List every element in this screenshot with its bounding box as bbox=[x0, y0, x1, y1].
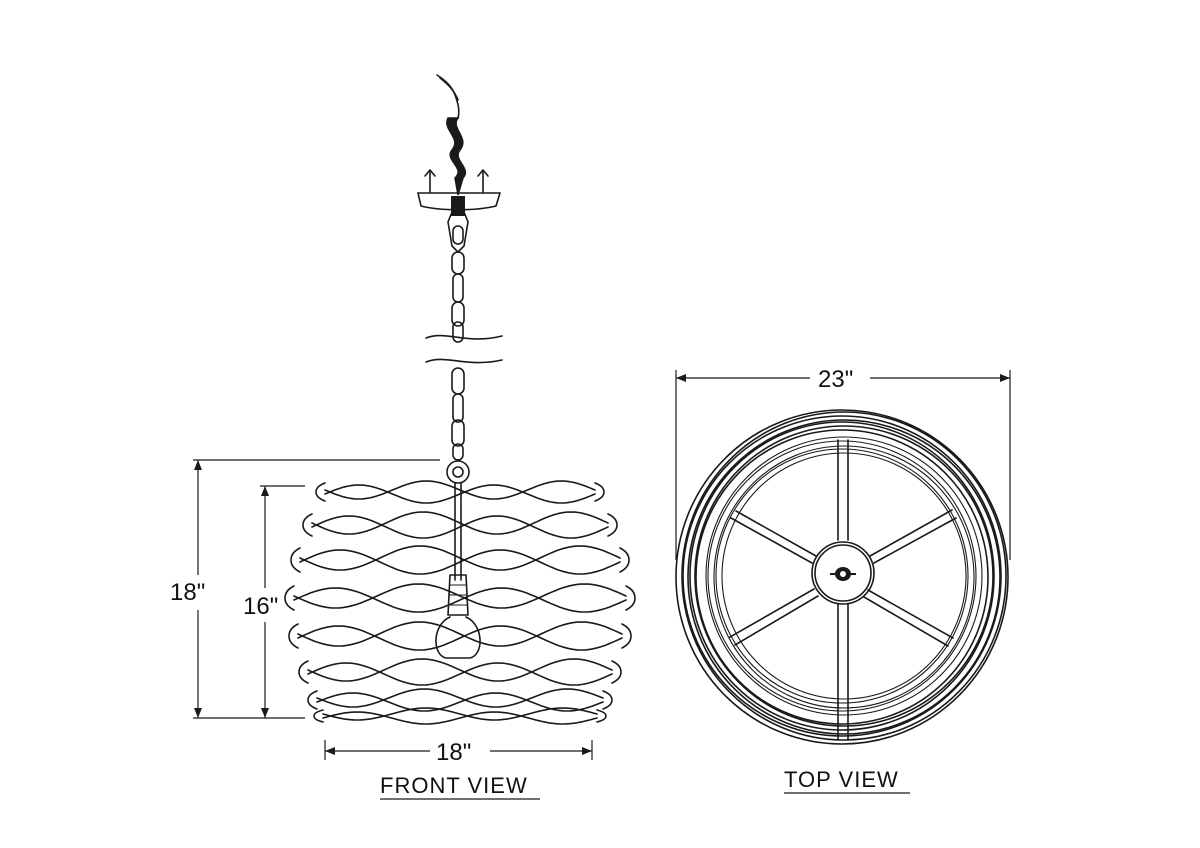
top-ring-9 bbox=[707, 440, 977, 712]
top-ring-11 bbox=[715, 448, 969, 704]
shade-band-7-left-cap bbox=[307, 690, 318, 710]
shade-band-6-right-cap bbox=[611, 660, 622, 684]
shade-band-8-right-cap bbox=[596, 709, 607, 723]
top-ring-3 bbox=[682, 415, 1002, 737]
top-ring-6 bbox=[694, 425, 994, 727]
top-view-spokes bbox=[729, 439, 957, 741]
shade-band-1-right-cap bbox=[594, 482, 605, 502]
overall-height-label: 18" bbox=[170, 579, 205, 606]
shade-band-6-strand-1 bbox=[307, 658, 613, 682]
shade-band-5-strand-1 bbox=[297, 621, 623, 647]
power-cord bbox=[436, 74, 466, 196]
shade-band-3-right-cap bbox=[619, 547, 630, 573]
shade-band-8-left-cap bbox=[313, 709, 324, 723]
top-view-rings bbox=[675, 409, 1009, 745]
shade-band-3-strand-1 bbox=[299, 545, 621, 571]
front-view-title: FRONT VIEW bbox=[380, 773, 528, 798]
shade-band-1-strand-2 bbox=[324, 484, 596, 504]
top-ring-12 bbox=[721, 452, 967, 700]
front-dimensions bbox=[193, 459, 593, 760]
shade-band-2-right-cap bbox=[607, 513, 618, 537]
shade-band-8-strand-2 bbox=[322, 711, 598, 725]
shade-band-5-left-cap bbox=[288, 623, 299, 649]
top-ring-2 bbox=[681, 411, 1007, 741]
shade-band-4-left-cap bbox=[284, 585, 295, 611]
top-view: 23" TOP VIEW bbox=[675, 366, 1011, 794]
top-view-hub bbox=[811, 541, 875, 605]
top-diameter-label: 23" bbox=[818, 366, 853, 393]
front-view: 18" 16" 18" FRONT VIEW bbox=[170, 74, 636, 800]
shade-band-5-strand-2 bbox=[297, 625, 623, 651]
shade-band-7-right-cap bbox=[602, 690, 613, 710]
shade-band-6-left-cap bbox=[298, 660, 309, 684]
top-ring-7 bbox=[695, 429, 989, 725]
top-ring-4 bbox=[687, 419, 1001, 735]
top-ring-10 bbox=[713, 445, 975, 709]
wave-shade bbox=[284, 480, 636, 725]
shade-band-1-strand-1 bbox=[324, 480, 596, 500]
shade-band-3-left-cap bbox=[290, 547, 301, 573]
top-dimensions bbox=[675, 370, 1011, 560]
canopy bbox=[417, 169, 501, 253]
shade-band-8-strand-1 bbox=[322, 707, 598, 721]
top-ring-1 bbox=[675, 409, 1009, 745]
shade-band-4-strand-2 bbox=[293, 587, 627, 613]
shade-band-4-right-cap bbox=[625, 585, 636, 611]
shade-height-label: 16" bbox=[243, 593, 278, 620]
front-width-label: 18" bbox=[436, 739, 471, 766]
top-ring-8 bbox=[705, 436, 983, 716]
shade-band-5-right-cap bbox=[621, 623, 632, 649]
shade-band-4-strand-1 bbox=[293, 583, 627, 609]
shade-band-2-strand-2 bbox=[311, 515, 609, 539]
shade-band-2-strand-1 bbox=[311, 511, 609, 535]
shade-band-2-left-cap bbox=[302, 513, 313, 537]
chain bbox=[425, 251, 503, 484]
shade-band-3-strand-2 bbox=[299, 549, 621, 575]
shade-band-1-left-cap bbox=[315, 482, 326, 502]
shade-band-7-strand-1 bbox=[316, 688, 604, 708]
shade-band-6-strand-2 bbox=[307, 662, 613, 686]
top-view-title: TOP VIEW bbox=[784, 767, 899, 792]
shade-band-7-strand-2 bbox=[316, 692, 604, 712]
top-ring-5 bbox=[689, 421, 995, 731]
